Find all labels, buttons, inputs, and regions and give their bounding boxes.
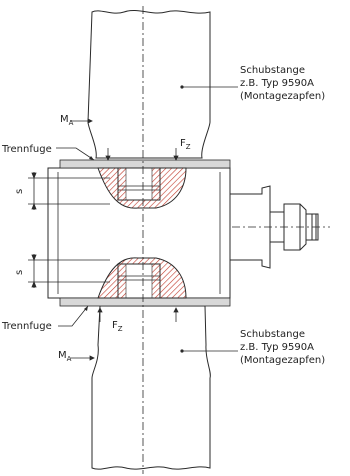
rod-label-top-line3: (Montagezapfen) xyxy=(240,91,325,102)
gap-dimension-bottom xyxy=(28,254,110,288)
moment-label-top: MA xyxy=(60,114,74,127)
bottom-sensing-element xyxy=(97,257,187,299)
rod-label-bottom-line3: (Montagezapfen) xyxy=(240,355,325,366)
force-arrows-bottom xyxy=(97,307,179,322)
moment-arrow-bottom xyxy=(70,355,95,361)
separation-leader-top xyxy=(56,147,95,161)
top-push-rod xyxy=(87,9,211,159)
separation-label-top: Trennfuge xyxy=(1,144,52,155)
bottom-flange xyxy=(59,297,231,307)
moment-arrow-top xyxy=(70,118,93,124)
force-label-top: FZ xyxy=(180,138,191,151)
moment-label-bottom: MA xyxy=(58,350,72,363)
rod-label-bottom-line1: Schubstange xyxy=(240,329,305,340)
gap-label-bottom: s xyxy=(14,270,25,275)
force-label-bottom: FZ xyxy=(112,320,123,333)
gap-dimension-top xyxy=(28,172,110,210)
separation-leader-bottom xyxy=(58,305,89,327)
force-arrows-top xyxy=(105,148,179,161)
bottom-push-rod xyxy=(91,305,211,470)
rod-label-top-line2: z.B. Typ 9590A xyxy=(240,78,314,89)
gap-label-top: s xyxy=(14,189,25,194)
top-sensing-element xyxy=(97,167,187,209)
separation-label-bottom: Trennfuge xyxy=(1,321,52,332)
rod-label-top-line1: Schubstange xyxy=(240,65,305,76)
side-connector xyxy=(229,185,319,269)
rod-label-bottom-line2: z.B. Typ 9590A xyxy=(240,342,314,353)
top-flange xyxy=(59,159,231,169)
